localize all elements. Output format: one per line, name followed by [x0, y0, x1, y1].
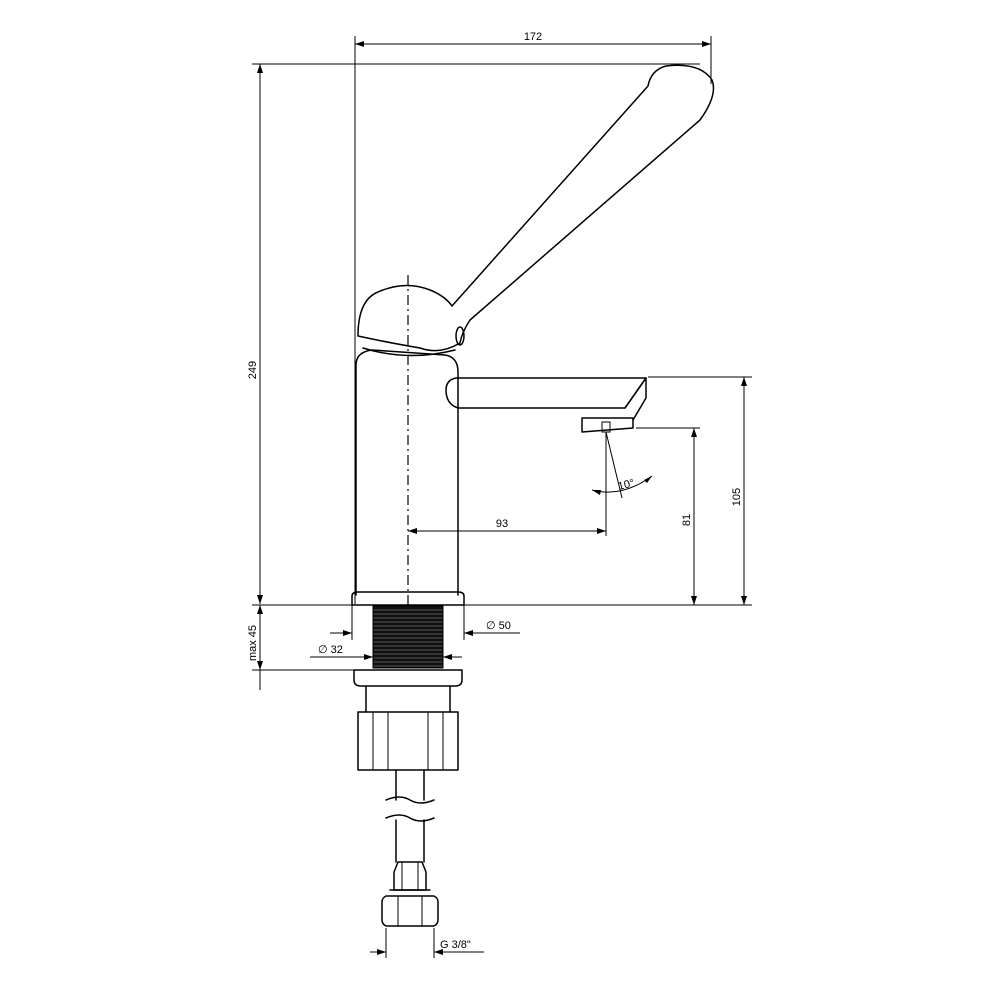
label-angle: 10°: [617, 477, 636, 493]
diameter-symbol: ∅: [486, 620, 496, 632]
base-diameter-value: 50: [499, 620, 511, 632]
supply-hose: [381, 769, 439, 927]
dimension-connection-thread: G 3/8": [370, 928, 484, 958]
lever-handle: [357, 64, 715, 352]
label-base-diameter: ∅ 50: [486, 620, 511, 632]
label-total-height: 249: [247, 361, 259, 379]
mounting-shank: [353, 605, 463, 771]
label-spout-height: 105: [731, 488, 743, 506]
dimension-thread-diameter: ∅ 32: [310, 644, 462, 660]
dimension-width: 172: [354, 31, 712, 604]
dimension-angle: 10°: [591, 431, 653, 499]
label-thread-diameter: ∅ 32: [318, 644, 343, 656]
dimension-max-thickness: max 45: [247, 605, 355, 690]
spout: [445, 377, 647, 433]
dimension-reach: 93: [408, 432, 607, 536]
label-connection-thread: G 3/8": [440, 939, 471, 951]
thread-diameter-value: 32: [331, 644, 343, 656]
dimension-spout-height: 105: [648, 376, 752, 605]
label-outlet-height: 81: [681, 514, 693, 526]
label-max-thickness: max 45: [247, 625, 259, 661]
diameter-symbol: ∅: [318, 644, 328, 656]
dimension-outlet-height: 81: [636, 427, 700, 605]
dimension-base-diameter: ∅ 50: [330, 605, 520, 640]
label-width: 172: [524, 31, 542, 43]
label-reach: 93: [496, 518, 508, 530]
dimension-total-height: 249: [247, 63, 700, 604]
